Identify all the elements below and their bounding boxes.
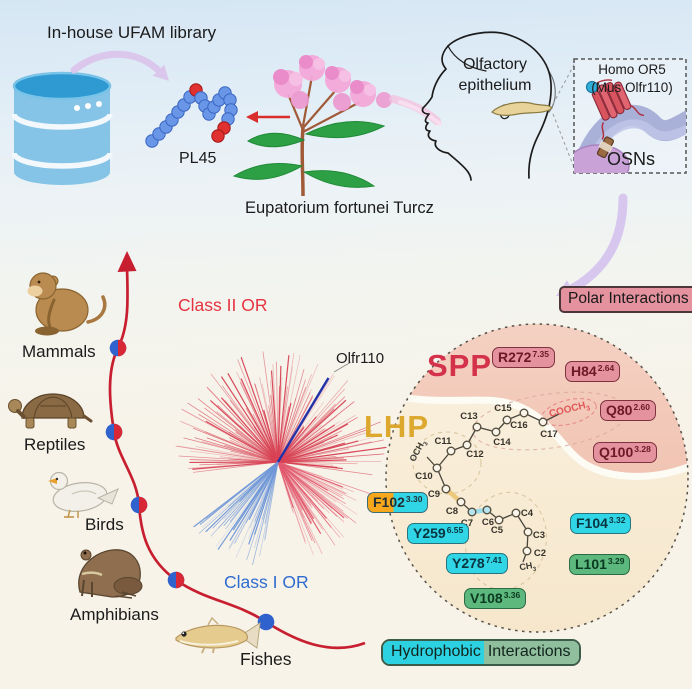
residue-badge-q100: Q1003.28: [593, 442, 657, 463]
residue-position: 3.28: [634, 444, 651, 454]
flower-illustration: [232, 55, 392, 197]
svg-text:CH3: CH3: [519, 560, 538, 576]
svg-text:C8: C8: [446, 506, 458, 517]
receptor-line2: (Mus Olfr110): [591, 79, 673, 95]
residue-position: 2.64: [597, 363, 615, 373]
residue-position: 3.30: [405, 494, 423, 504]
spp-region-label: SPP: [427, 348, 493, 383]
svg-text:C6: C6: [482, 517, 494, 528]
residue-position: 6.55: [446, 525, 464, 535]
svg-text:C2: C2: [534, 548, 546, 559]
class1-or-label: Class I OR: [224, 572, 309, 592]
residue-name: Q80: [606, 402, 633, 418]
hydrophobic-text: Hydrophobic: [383, 641, 484, 664]
svg-text:C10: C10: [415, 471, 432, 482]
residue-badge-l101: L1013.29: [569, 554, 631, 575]
residue-badge-y278: Y2787.41: [446, 553, 509, 574]
flower-blossoms: [273, 55, 392, 111]
receptor-line1: Homo OR5: [598, 62, 666, 77]
animal-label-reptiles: Reptiles: [24, 435, 86, 454]
evolution-timeline: [105, 251, 366, 650]
receptor-box: [573, 58, 687, 174]
animal-label-mammals: Mammals: [22, 342, 96, 361]
or5-receptor: [585, 79, 645, 140]
pl45-molecule: [145, 83, 238, 148]
olfactory-epithelium-label: Olfactory epithelium: [458, 56, 532, 94]
residue-name: V108: [470, 590, 503, 606]
olfr110-pointer-line: [333, 361, 352, 373]
bird-icon: [48, 471, 119, 518]
svg-text:C15: C15: [494, 403, 512, 414]
olfactory-epithelium-shape: [491, 62, 576, 171]
svg-text:C4: C4: [521, 508, 534, 519]
residue-position: 3.36: [503, 590, 521, 600]
residue-position: 3.29: [607, 556, 625, 566]
residue-name: L101: [575, 556, 607, 572]
residue-name: H84: [571, 363, 597, 379]
svg-text:C14: C14: [493, 437, 511, 448]
scent-swoosh: [389, 95, 442, 126]
plant-name-label: Eupatorium fortunei Turcz: [245, 199, 434, 217]
head-illustration: [421, 31, 556, 181]
residue-name: Y278: [452, 555, 485, 571]
fish-icon: [175, 616, 261, 654]
svg-text:C11: C11: [435, 436, 453, 447]
svg-text:C12: C12: [466, 449, 483, 460]
residue-badge-f104: F1043.32: [570, 513, 632, 534]
monkey-icon: [27, 272, 107, 336]
svg-text:C3: C3: [533, 530, 545, 541]
library-title: In-house UFAM library: [47, 23, 217, 42]
pl45-label: PL45: [179, 150, 217, 167]
svg-text:C5: C5: [491, 525, 504, 536]
svg-text:C13: C13: [460, 411, 477, 422]
residue-badge-v108: V1083.36: [464, 588, 527, 609]
svg-text:C9: C9: [428, 489, 440, 500]
library-to-molecule-arrow: [70, 50, 169, 81]
residue-position: 3.32: [608, 515, 626, 525]
residue-position: 7.41: [485, 555, 503, 565]
tortoise-icon: [8, 393, 93, 429]
animal-label-amphibians: Amphibians: [70, 605, 159, 624]
animal-label-fishes: Fishes: [240, 649, 292, 669]
osn-label: OSNs: [607, 149, 656, 169]
class2-or-label: Class II OR: [178, 295, 268, 315]
interactions-text: Interactions: [483, 641, 579, 664]
residue-badge-y259: Y2596.55: [407, 523, 470, 544]
lhp-region-label: LHP: [364, 409, 429, 444]
residue-badge-q80: Q802.60: [600, 400, 657, 421]
database-icon: [11, 71, 113, 185]
residue-badge-r272: R2727.35: [492, 347, 556, 368]
flower-to-molecule-arrow: [246, 111, 290, 123]
svg-text:C16: C16: [510, 420, 527, 431]
residue-position: 2.60: [633, 402, 651, 412]
animal-label-birds: Birds: [85, 515, 124, 534]
residue-name: Y259: [413, 525, 446, 541]
residue-name: Q100: [599, 444, 634, 460]
residue-badge-f102: F1023.30: [367, 492, 429, 513]
polar-interactions-badge: Polar Interactions: [559, 286, 692, 313]
phylo-tree: [175, 351, 387, 566]
frog-icon: [78, 549, 143, 599]
osn-cell: [574, 136, 630, 173]
residue-name: F102: [373, 494, 405, 510]
residue-badge-h84: H842.64: [565, 361, 621, 382]
receptor-name-label: Homo OR5 (Mus Olfr110): [582, 61, 682, 96]
residue-name: R272: [498, 349, 532, 365]
residue-name: F104: [576, 515, 608, 531]
svg-text:C17: C17: [540, 429, 557, 440]
residue-position: 7.35: [532, 349, 550, 359]
svg-text:C7: C7: [461, 518, 473, 529]
olfr110-label: Olfr110: [336, 350, 385, 367]
